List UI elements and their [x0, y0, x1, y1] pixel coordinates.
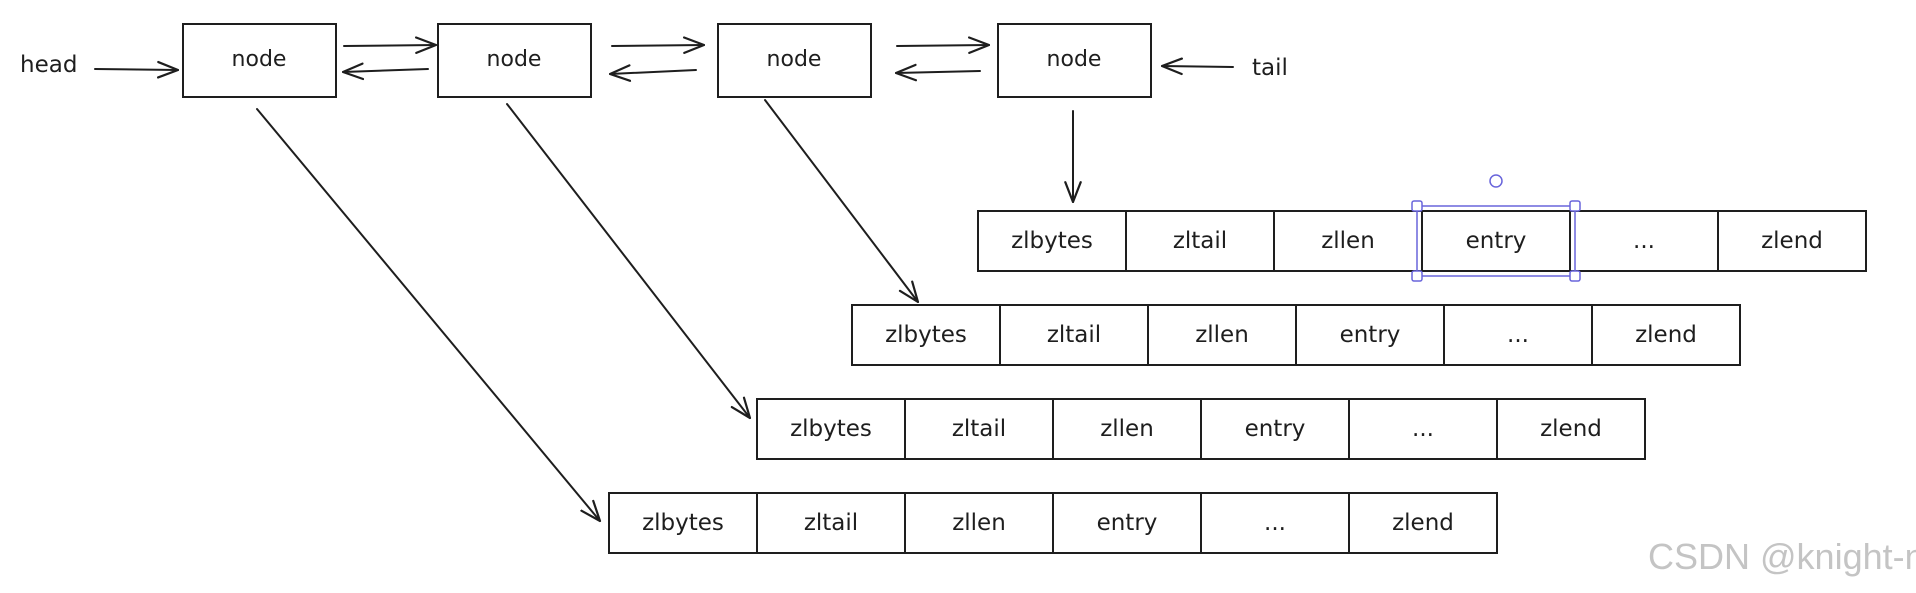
ziplist-row-3: zlbytes zltail zllen entry... zlend [756, 398, 1646, 460]
ziplist-cell-entry[interactable]: entry [1200, 398, 1350, 460]
next-arrow-2 [611, 36, 706, 55]
rotate-handle[interactable] [1489, 174, 1503, 188]
ziplist-cell-entry[interactable]: entry [1421, 210, 1571, 272]
resize-handle-1[interactable] [1569, 200, 1581, 212]
ziplist-cell-entry[interactable]: entry [1295, 304, 1445, 366]
ziplist-cell-label: zltail [1047, 322, 1101, 348]
ziplist-cell-label: zllen [1195, 322, 1249, 348]
prev-arrow-2 [608, 64, 697, 82]
node-box-2[interactable]: node [437, 23, 592, 98]
ziplist-cell-label: zlend [1761, 228, 1823, 254]
node-box-3[interactable]: node [717, 23, 872, 98]
ziplist-cell-zlbytes[interactable]: zlbytes [756, 398, 906, 460]
ziplist-cell-label: zllen [952, 510, 1006, 536]
ziplist-cell-ellipsis[interactable]: ... [1569, 210, 1719, 272]
node-box-1[interactable]: node [182, 23, 337, 98]
ziplist-cell-entry[interactable]: entry [1052, 492, 1202, 554]
ziplist-cell-label: zllen [1321, 228, 1375, 254]
ziplist-cell-zlbytes[interactable]: zlbytes [851, 304, 1001, 366]
resize-handle-0[interactable] [1411, 200, 1423, 212]
ziplist-cell-zltail[interactable]: zltail [756, 492, 906, 554]
ziplist-cell-zllen[interactable]: zllen [1273, 210, 1423, 272]
ziplist-cell-label: zlend [1392, 510, 1454, 536]
ziplist-cell-label: zlbytes [642, 510, 724, 536]
ziplist-cell-ellipsis[interactable]: ... [1443, 304, 1593, 366]
ziplist-cell-label: entry [1245, 416, 1306, 442]
ziplist-cell-zllen[interactable]: zllen [904, 492, 1054, 554]
prev-arrow-3 [894, 63, 981, 82]
node1-ziplist-arrow [256, 108, 602, 523]
node-label: node [232, 47, 287, 72]
ziplist-cell-label: ... [1412, 416, 1434, 442]
ziplist-cell-label: zltail [952, 416, 1006, 442]
ziplist-cell-label: ... [1633, 228, 1655, 254]
ziplist-cell-zlend[interactable]: zlend [1591, 304, 1741, 366]
selection-frame[interactable] [1411, 174, 1581, 282]
node-label: node [767, 47, 822, 72]
ziplist-cell-zltail[interactable]: zltail [1125, 210, 1275, 272]
ziplist-cell-label: zlend [1635, 322, 1697, 348]
resize-handle-3[interactable] [1569, 270, 1581, 282]
head-arrow [94, 60, 180, 79]
ziplist-cell-ellipsis[interactable]: ... [1348, 398, 1498, 460]
ziplist-cell-zlend[interactable]: zlend [1348, 492, 1498, 554]
ziplist-cell-label: zllen [1100, 416, 1154, 442]
tail-label: tail [1252, 55, 1288, 81]
ziplist-cell-zlbytes[interactable]: zlbytes [977, 210, 1127, 272]
ziplist-row-1: zlbytes zltail zllen entry... zlend [977, 210, 1867, 272]
ziplist-cell-label: entry [1097, 510, 1158, 536]
ziplist-cell-label: zlbytes [1011, 228, 1093, 254]
node-box-4[interactable]: node [997, 23, 1152, 98]
prev-arrow-1 [341, 62, 429, 81]
ziplist-cell-ellipsis[interactable]: ... [1200, 492, 1350, 554]
ziplist-cell-label: entry [1340, 322, 1401, 348]
ziplist-cell-zllen[interactable]: zllen [1147, 304, 1297, 366]
ziplist-cell-label: zltail [804, 510, 858, 536]
node3-ziplist-arrow [764, 99, 920, 304]
ziplist-row-4: zlbytes zltail zllen entry... zlend [608, 492, 1498, 554]
ziplist-cell-zltail[interactable]: zltail [999, 304, 1149, 366]
ziplist-cell-label: ... [1264, 510, 1286, 536]
ziplist-cell-label: ... [1507, 322, 1529, 348]
head-label: head [20, 52, 77, 78]
ziplist-cell-label: zlbytes [885, 322, 967, 348]
ziplist-cell-label: entry [1466, 228, 1527, 254]
ziplist-cell-zlbytes[interactable]: zlbytes [608, 492, 758, 554]
watermark: CSDN @knight-n [1648, 536, 1916, 577]
tail-arrow [1160, 57, 1234, 76]
ziplist-cell-zlend[interactable]: zlend [1717, 210, 1867, 272]
ziplist-cell-label: zlbytes [790, 416, 872, 442]
ziplist-cell-zllen[interactable]: zllen [1052, 398, 1202, 460]
ziplist-row-2: zlbytes zltail zllen entry... zlend [851, 304, 1741, 366]
node-label: node [1047, 47, 1102, 72]
ziplist-cell-label: zlend [1540, 416, 1602, 442]
next-arrow-1 [343, 36, 438, 55]
ziplist-cell-zltail[interactable]: zltail [904, 398, 1054, 460]
ziplist-cell-label: zltail [1173, 228, 1227, 254]
ziplist-cell-zlend[interactable]: zlend [1496, 398, 1646, 460]
node2-ziplist-arrow [506, 103, 752, 420]
resize-handle-2[interactable] [1411, 270, 1423, 282]
node-label: node [487, 47, 542, 72]
next-arrow-3 [896, 36, 991, 55]
